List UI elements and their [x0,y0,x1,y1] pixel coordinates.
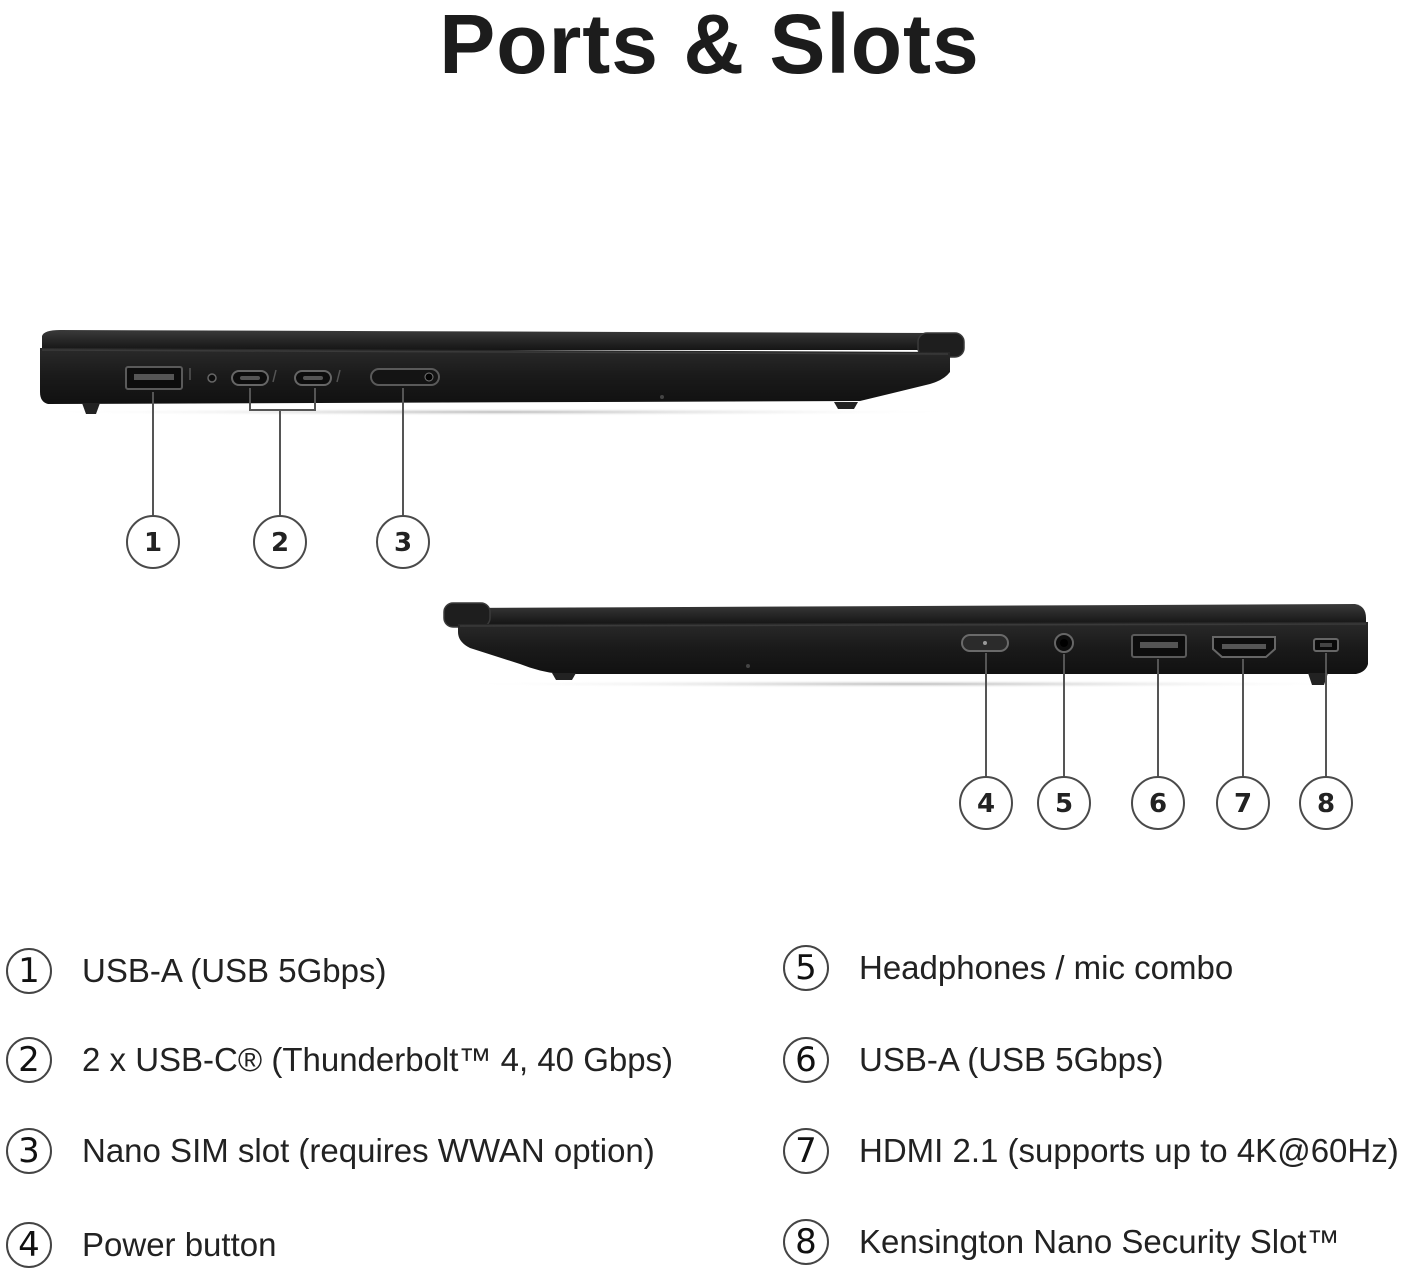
legend-item-8: 8 Kensington Nano Security Slot™ [783,1212,1340,1272]
svg-text:1: 1 [144,528,162,558]
usb-a-port-left [125,366,191,390]
callout-4: 4 [959,776,1013,830]
legend-number: 1 [6,948,52,994]
legend-item-5: 5 Headphones / mic combo [783,938,1233,998]
legend-item-4: 4 Power button [6,1215,276,1275]
usb-c-port-2 [294,369,341,386]
legend-number: 6 [783,1037,829,1083]
hdmi-port [1212,636,1276,658]
legend-item-6: 6 USB-A (USB 5Gbps) [783,1030,1163,1090]
laptop-left-side [30,330,970,517]
legend-label: USB-A (USB 5Gbps) [859,1041,1164,1078]
legend-item-2: 2 2 x USB-C® (Thunderbolt™ 4, 40 Gbps) [6,1030,673,1090]
power-button [961,634,1009,652]
svg-text:5: 5 [1055,789,1073,819]
svg-text:3: 3 [394,528,412,558]
svg-text:2: 2 [271,528,289,558]
legend-number: 3 [6,1128,52,1174]
kensington-slot [1313,638,1339,652]
usb-a-port-right [1131,634,1187,658]
legend-label: Nano SIM slot (requires WWAN option) [82,1132,655,1169]
callout-7: 7 [1216,776,1270,830]
callout-2: 2 [253,515,307,569]
laptop-right-side [443,602,1370,778]
legend-number: 2 [6,1037,52,1083]
legend-number: 5 [783,945,829,991]
legend-label: Headphones / mic combo [859,949,1234,986]
svg-text:7: 7 [1234,789,1252,819]
legend-item-1: 1 USB-A (USB 5Gbps) [6,941,386,1001]
legend-label: HDMI 2.1 (supports up to 4K@60Hz) [859,1132,1399,1169]
legend-number: 7 [783,1128,829,1174]
usb-c-port-1 [231,369,277,386]
page-title: Ports & Slots [439,0,980,91]
callout-1: 1 [126,515,180,569]
callout-6: 6 [1131,776,1185,830]
audio-jack [1054,633,1074,653]
legend-item-3: 3 Nano SIM slot (requires WWAN option) [6,1121,655,1181]
svg-text:8: 8 [1317,789,1335,819]
callout-5: 5 [1037,776,1091,830]
legend-number: 4 [6,1222,52,1268]
legend-label: Power button [82,1226,277,1263]
legend-item-7: 7 HDMI 2.1 (supports up to 4K@60Hz) [783,1121,1399,1181]
svg-text:4: 4 [977,789,995,819]
laptop-port-diagram: 1 2 3 [30,330,1370,830]
legend-label: Kensington Nano Security Slot™ [859,1223,1340,1260]
nano-sim-slot [370,368,440,386]
legend-label: USB-A (USB 5Gbps) [82,952,387,989]
legend-label: 2 x USB-C® (Thunderbolt™ 4, 40 Gbps) [82,1041,674,1078]
svg-text:6: 6 [1149,789,1167,819]
callout-8: 8 [1299,776,1353,830]
legend-number: 8 [783,1219,829,1265]
callout-3: 3 [376,515,430,569]
